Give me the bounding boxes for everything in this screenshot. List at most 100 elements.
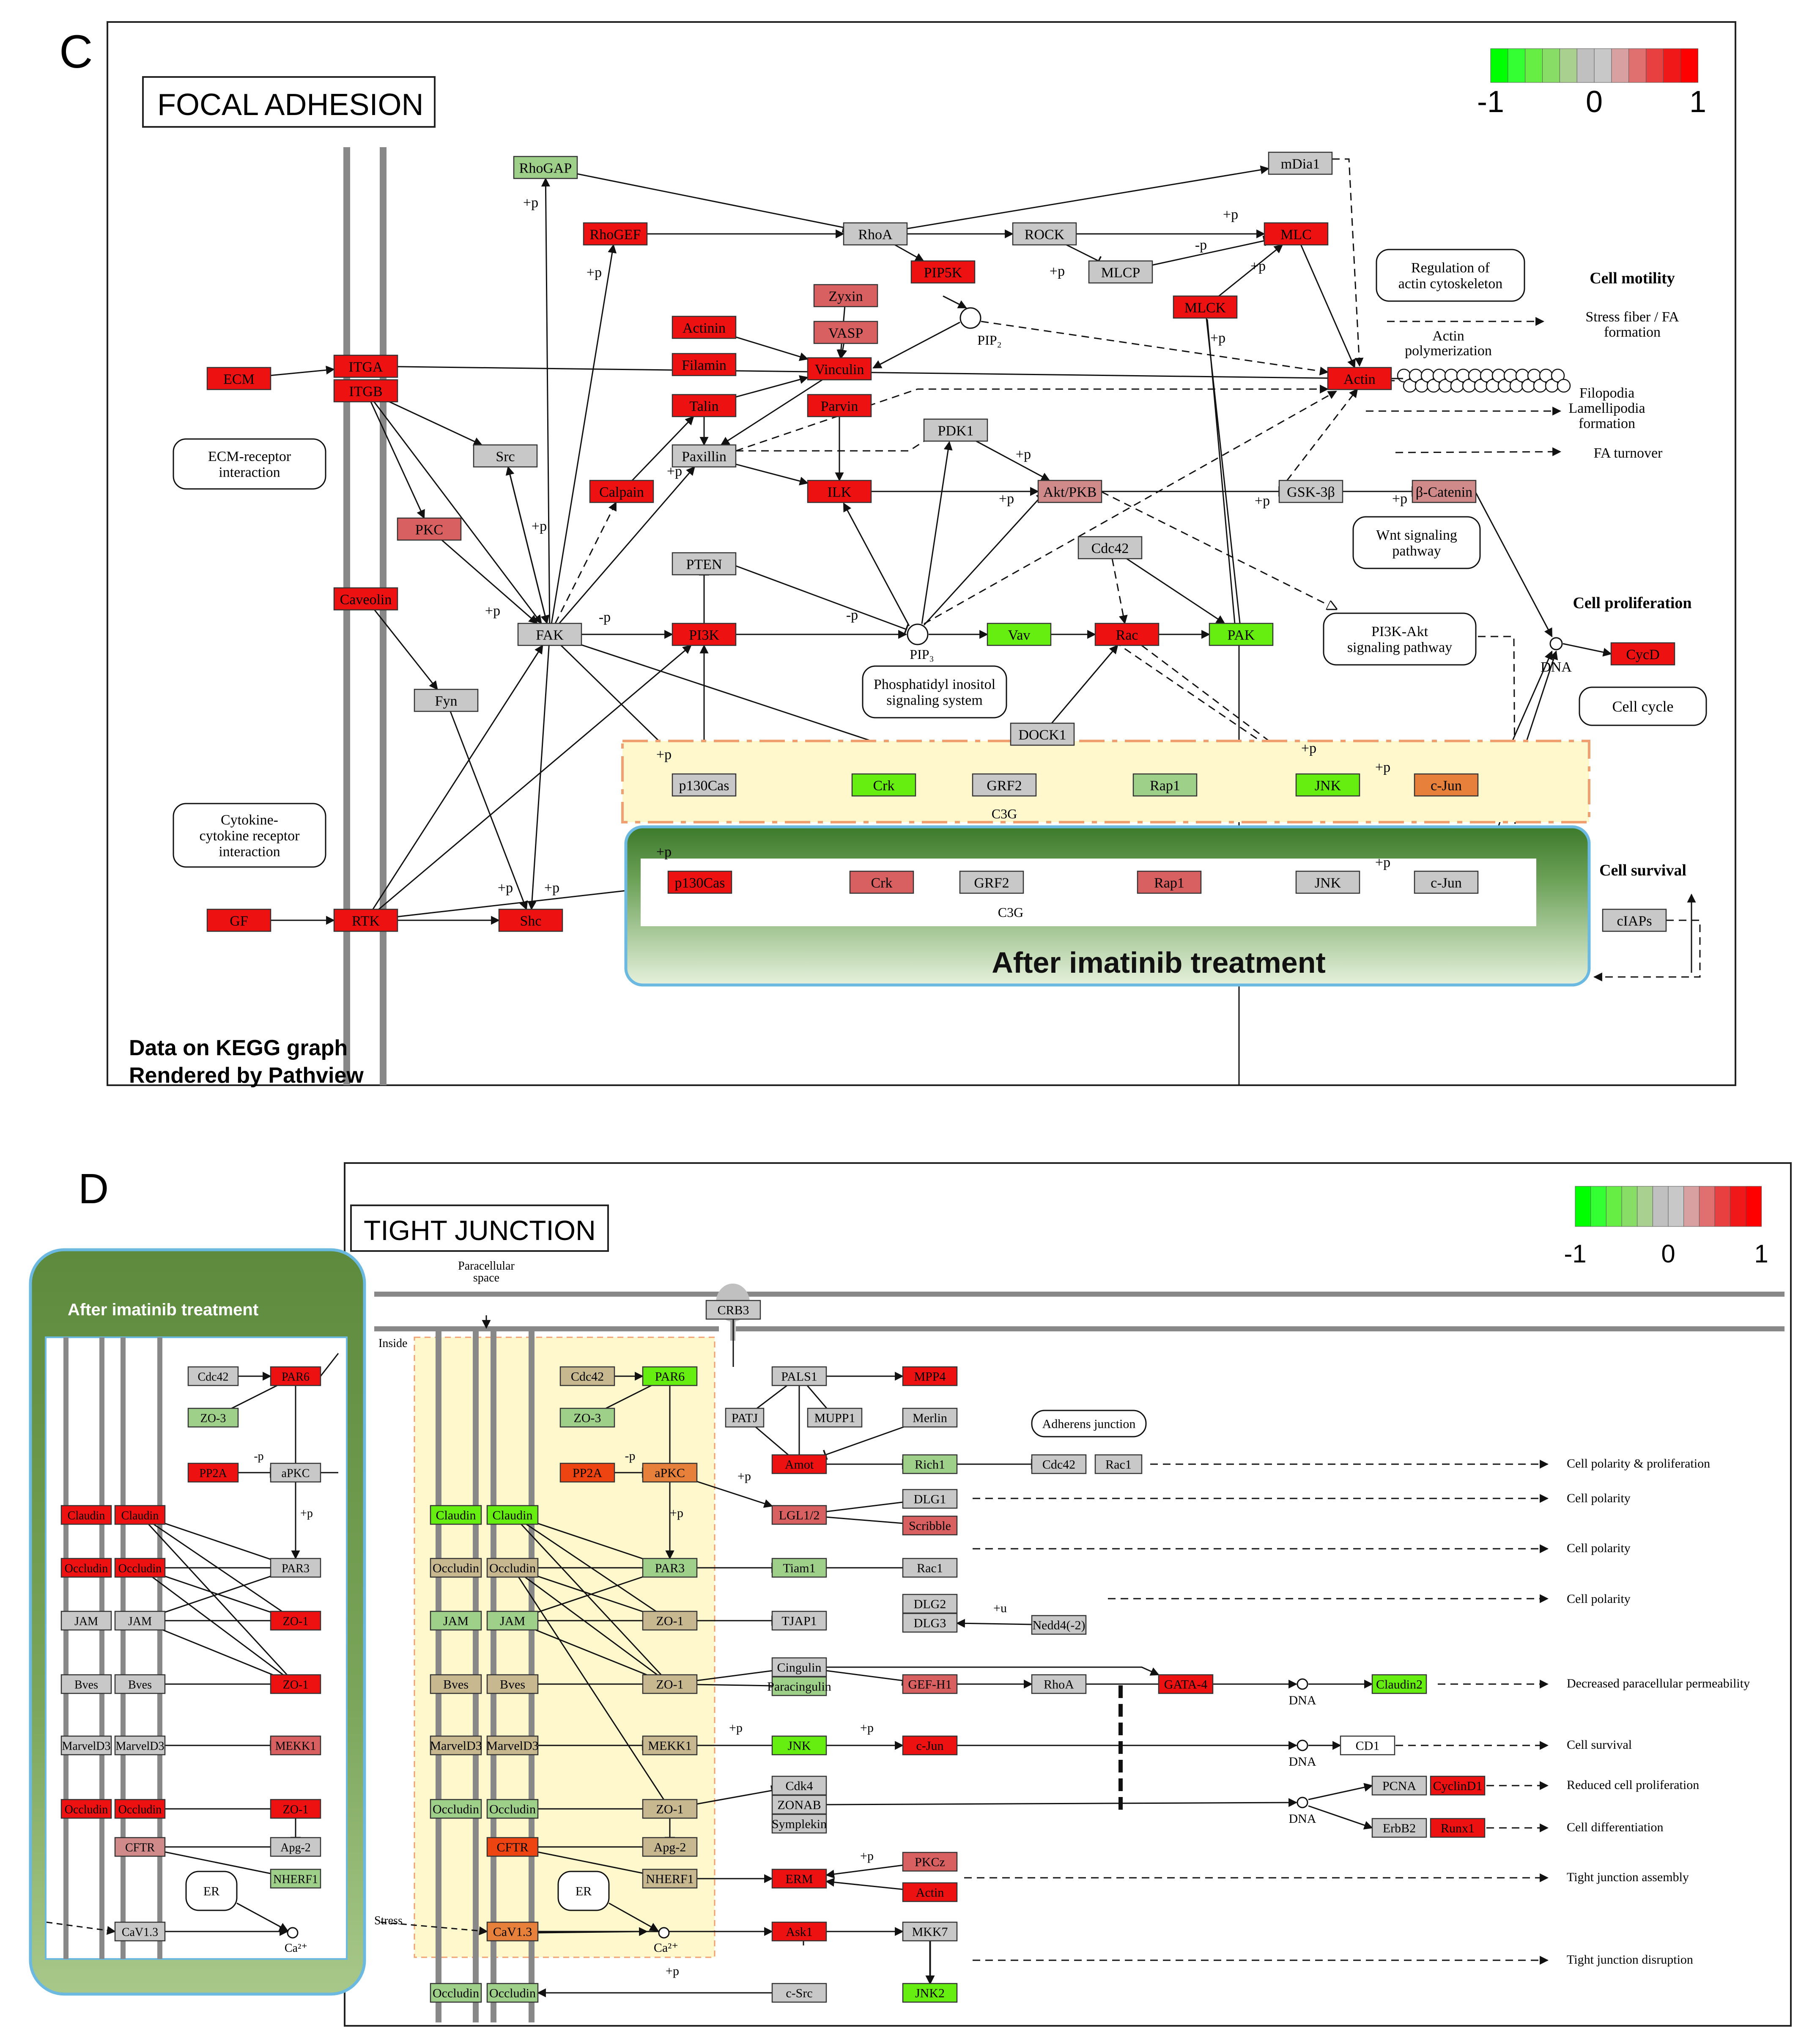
interaction-edge	[164, 1523, 271, 1560]
interaction-edge	[537, 1523, 643, 1559]
cytokine-receptor-interaction-box-text: interaction	[219, 844, 280, 859]
gene-node-runx1	[1430, 1818, 1486, 1838]
interaction-edge	[956, 1619, 1032, 1628]
interaction-edge	[148, 1523, 288, 1676]
interaction-edge	[1126, 558, 1225, 624]
gene-node-csrc	[771, 1983, 827, 2003]
gene-label-cftr: CFTR	[496, 1841, 528, 1855]
gene-node-zyxin	[813, 284, 878, 307]
gene-label-cyclind1: CyclinD1	[1433, 1779, 1483, 1793]
interaction-edge	[631, 416, 694, 481]
gene-label-cycd: CycD	[1626, 647, 1659, 662]
gene-node-tjap1	[771, 1611, 827, 1631]
gene-node-i_nherf1	[270, 1868, 321, 1889]
gene-label-jnk2: JNK2	[915, 1986, 945, 2000]
gene-label-rhogap: RhoGAP	[519, 160, 572, 176]
calcium-node	[658, 1927, 670, 1939]
gene-label-i_claudin1: Claudin	[68, 1509, 105, 1523]
gene-label-rhoa_d: RhoA	[1044, 1678, 1074, 1692]
interaction-edge	[162, 1629, 273, 1676]
gene-node-mpp4	[902, 1366, 958, 1386]
gene-label-shc: Shc	[520, 913, 542, 929]
gene-node-mlcp	[1088, 260, 1153, 284]
cytokine-receptor-interaction-box-text: cytokine receptor	[200, 828, 300, 844]
gene-label-rap1_a: Rap1	[1150, 778, 1180, 793]
gene-node-jnk_b	[1295, 870, 1360, 894]
interaction-edge	[537, 1576, 643, 1613]
gene-label-gefh1: GEF-H1	[908, 1678, 951, 1692]
interaction-edge	[554, 502, 617, 624]
legend-max-label: 1	[1689, 85, 1706, 119]
gene-label-zo1_b: ZO-1	[656, 1678, 684, 1692]
dna-label: DNA	[1289, 1755, 1316, 1769]
interaction-edge	[757, 1385, 787, 1409]
gene-label-runx1: Runx1	[1441, 1822, 1475, 1835]
legend-swatch	[1621, 1186, 1638, 1227]
calcium-label: Ca²⁺	[654, 1941, 678, 1955]
panel-c-letter: C	[59, 26, 93, 78]
gene-node-jam1	[430, 1611, 482, 1631]
gene-label-rtk: RTK	[352, 913, 380, 929]
legend-swatch	[1745, 1186, 1762, 1227]
gene-node-i_zo3	[187, 1407, 239, 1428]
gene-node-rtk	[333, 908, 398, 932]
gene-node-i_cdc42	[187, 1366, 239, 1386]
gene-label-crk_b: Crk	[871, 875, 893, 891]
inset-c-canvas	[641, 859, 1536, 926]
interaction-edge	[696, 1481, 773, 1508]
gene-node-shc	[498, 908, 563, 932]
gene-node-ask1	[771, 1921, 827, 1942]
gene-label-i_occludin3: Occludin	[65, 1803, 108, 1816]
interaction-edge	[380, 1921, 488, 1935]
gene-node-symplekin	[771, 1814, 827, 1834]
gene-node-jam2	[486, 1611, 539, 1631]
legend-swatch	[1525, 48, 1543, 83]
interaction-edge	[1218, 244, 1283, 297]
gene-label-pals1: PALS1	[781, 1370, 817, 1384]
gene-node-i_zo1c	[270, 1799, 321, 1819]
gene-label-cdc42: Cdc42	[1091, 540, 1129, 556]
gene-node-rac	[1094, 623, 1160, 646]
gene-node-bves2	[486, 1674, 539, 1694]
interaction-edge	[921, 441, 953, 624]
legend-swatch	[1576, 48, 1595, 83]
phosphorylation-label: +p	[1301, 741, 1316, 756]
gene-node-actin	[1327, 367, 1392, 390]
interaction-edge	[826, 1666, 1160, 1676]
gene-label-erbb2: ErbB2	[1383, 1822, 1416, 1835]
gene-node-i_zo1a	[270, 1611, 321, 1631]
gene-label-pi3k: PI3K	[689, 627, 719, 643]
gene-label-erm: ERM	[785, 1872, 813, 1886]
gene-label-marveld3b: MarvelD3	[486, 1739, 538, 1753]
panel-c-labels: PIP₂PIP₃DNAC3GC3GActinpolymerizationECM-…	[173, 195, 1707, 920]
gene-label-tiam1: Tiam1	[783, 1561, 815, 1575]
interaction-edge	[826, 1501, 903, 1512]
filopodia-label: Filopodia	[1579, 385, 1634, 401]
gene-node-vav	[987, 623, 1052, 646]
gene-label-cjun_a: c-Jun	[1431, 778, 1462, 793]
interaction-edge	[755, 1426, 789, 1456]
interaction-edge	[696, 1684, 773, 1687]
gene-node-bcatenin	[1412, 480, 1477, 503]
gene-node-i_marvel2	[114, 1735, 166, 1756]
interaction-edge	[270, 365, 335, 376]
legend-swatch	[1663, 48, 1681, 83]
gene-label-p130cas_b: p130Cas	[675, 875, 725, 891]
gene-node-gsk3b	[1278, 480, 1343, 503]
gene-node-pkc	[397, 517, 462, 541]
gene-label-actin: Actin	[1343, 371, 1376, 387]
gene-node-mupp1	[807, 1407, 863, 1428]
interaction-edge	[872, 321, 960, 369]
gene-label-i_pp2a: PP2A	[199, 1467, 227, 1480]
gene-label-talin: Talin	[689, 398, 718, 414]
gene-label-bves1: Bves	[443, 1678, 469, 1692]
gene-node-gefh1	[902, 1674, 958, 1694]
gene-label-actin_d: Actin	[916, 1886, 944, 1900]
interaction-edge	[1395, 447, 1562, 456]
adherens-junction-box	[1031, 1410, 1147, 1438]
adherens-junction-box-text: Adherens junction	[1042, 1417, 1136, 1431]
interaction-edge	[826, 1516, 903, 1524]
gene-label-jam2: JAM	[500, 1614, 525, 1628]
gene-node-jnk_d	[771, 1735, 827, 1756]
modification-label: +p	[737, 1469, 751, 1483]
